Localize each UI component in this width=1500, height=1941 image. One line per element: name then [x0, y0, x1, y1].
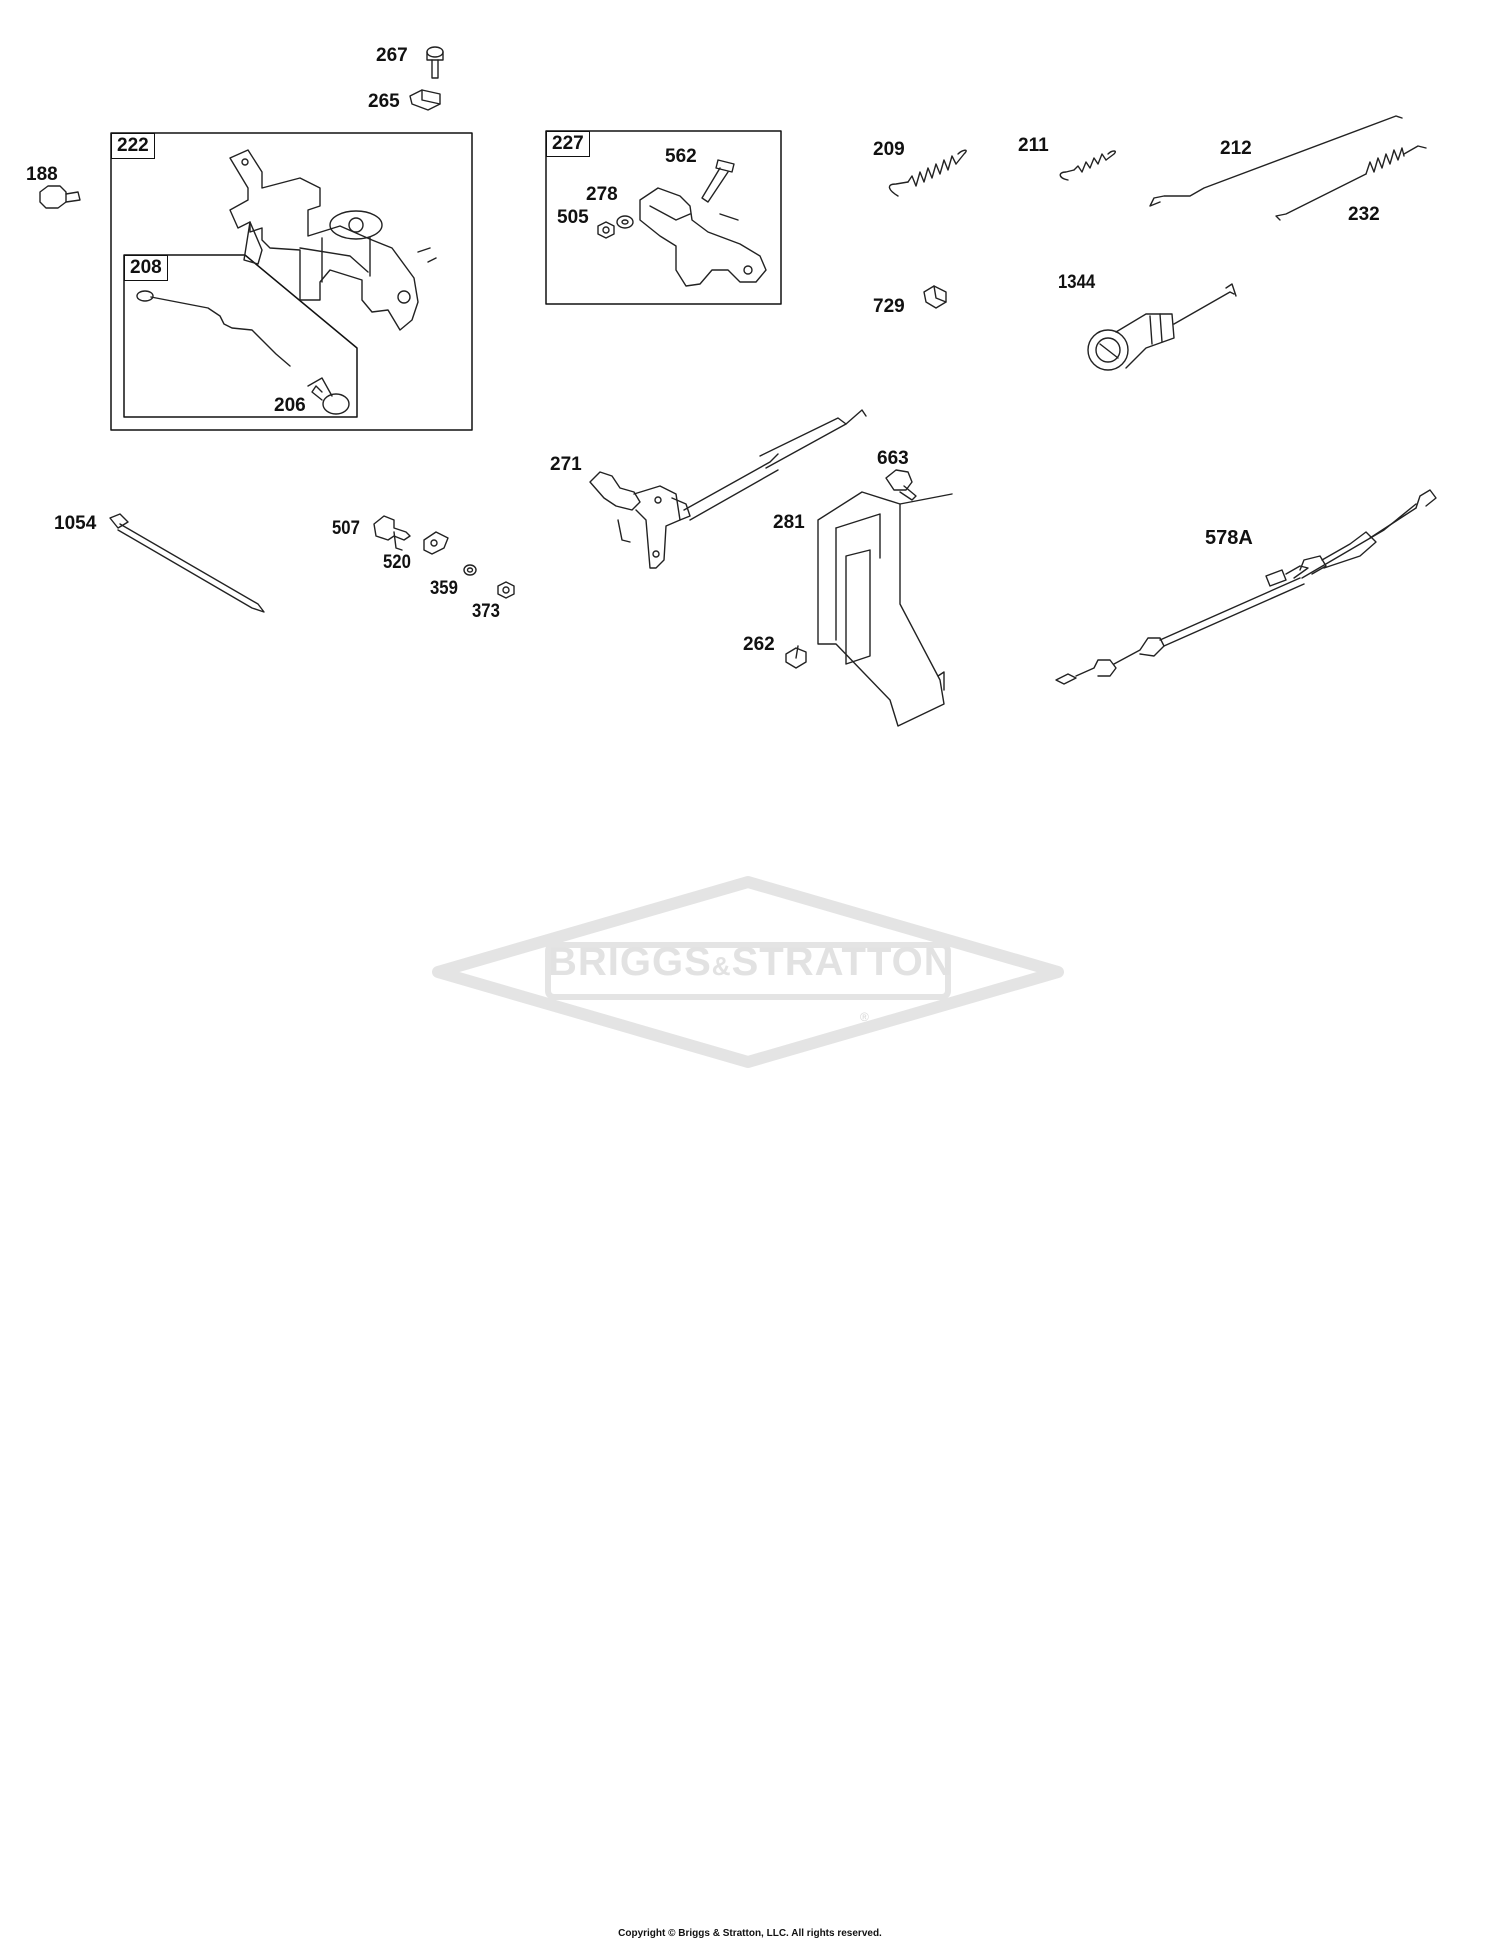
- part-label-729: 729: [873, 296, 905, 317]
- part-label-211: 211: [1018, 135, 1049, 156]
- terminal-507: [373, 515, 411, 551]
- governor-knob: [307, 377, 350, 415]
- part-label-359: 359: [430, 578, 458, 599]
- brand-watermark-shape: [432, 876, 1064, 1068]
- part-label-281: 281: [773, 512, 805, 533]
- part-label-278: 278: [586, 184, 618, 205]
- part-label-562: 562: [665, 146, 697, 167]
- brand-watermark-band: [545, 942, 951, 1000]
- governor-control-bracket: [229, 149, 437, 331]
- part-label-663: 663: [877, 448, 909, 469]
- part-label-1344: 1344: [1058, 272, 1096, 293]
- pin-562: [701, 159, 735, 203]
- part-label-188: 188: [26, 164, 58, 185]
- brand-watermark-text: BRIGGS&STRATTON: [548, 940, 954, 984]
- part-label-209: 209: [873, 139, 905, 160]
- cable-578A: [1055, 489, 1437, 685]
- governor-link-rod: [136, 290, 291, 367]
- group-box-227: [545, 130, 782, 305]
- bracket-281: [817, 491, 953, 727]
- clip-729: [923, 285, 947, 309]
- part-label-212: 212: [1220, 138, 1252, 159]
- part-label-271: 271: [550, 454, 582, 475]
- group-box-208: [123, 254, 358, 418]
- part-label-505: 505: [557, 207, 589, 228]
- bolt-267: [426, 46, 444, 79]
- bolt-663: [885, 469, 917, 501]
- part-label-507: 507: [332, 518, 360, 539]
- throttle-lever: [639, 187, 767, 287]
- bolt-188: [39, 185, 81, 209]
- throttle-control-271: [589, 409, 867, 569]
- nut-505: [597, 221, 615, 239]
- part-label-267: 267: [376, 45, 408, 66]
- washer-278: [616, 215, 634, 229]
- clip-265: [409, 89, 441, 111]
- spring-209: [888, 149, 967, 197]
- group-box-222: [110, 132, 473, 431]
- part-label-262: 262: [743, 634, 775, 655]
- washer-359: [463, 564, 477, 576]
- rod-212: [1149, 115, 1403, 207]
- part-label-520: 520: [383, 552, 411, 573]
- part-label-373: 373: [472, 601, 500, 622]
- nut-373: [497, 581, 515, 599]
- cable-tie-1054: [109, 513, 265, 613]
- plate-520: [423, 531, 449, 555]
- choke-knob-1344: [1087, 283, 1237, 371]
- copyright-footer: Copyright © Briggs & Stratton, LLC. All …: [618, 1928, 882, 1939]
- spring-211: [1059, 150, 1117, 181]
- part-label-232: 232: [1348, 204, 1380, 225]
- group-label-227: 227: [546, 131, 590, 157]
- group-label-208: 208: [124, 255, 168, 281]
- part-label-578A: 578A: [1205, 527, 1253, 549]
- spring-rod-232: [1275, 145, 1427, 221]
- bolt-262: [785, 645, 807, 669]
- part-label-265: 265: [368, 91, 400, 112]
- part-label-206: 206: [274, 395, 306, 416]
- group-label-222: 222: [111, 133, 155, 159]
- registered-mark: ®: [860, 1010, 869, 1024]
- part-label-1054: 1054: [54, 513, 97, 534]
